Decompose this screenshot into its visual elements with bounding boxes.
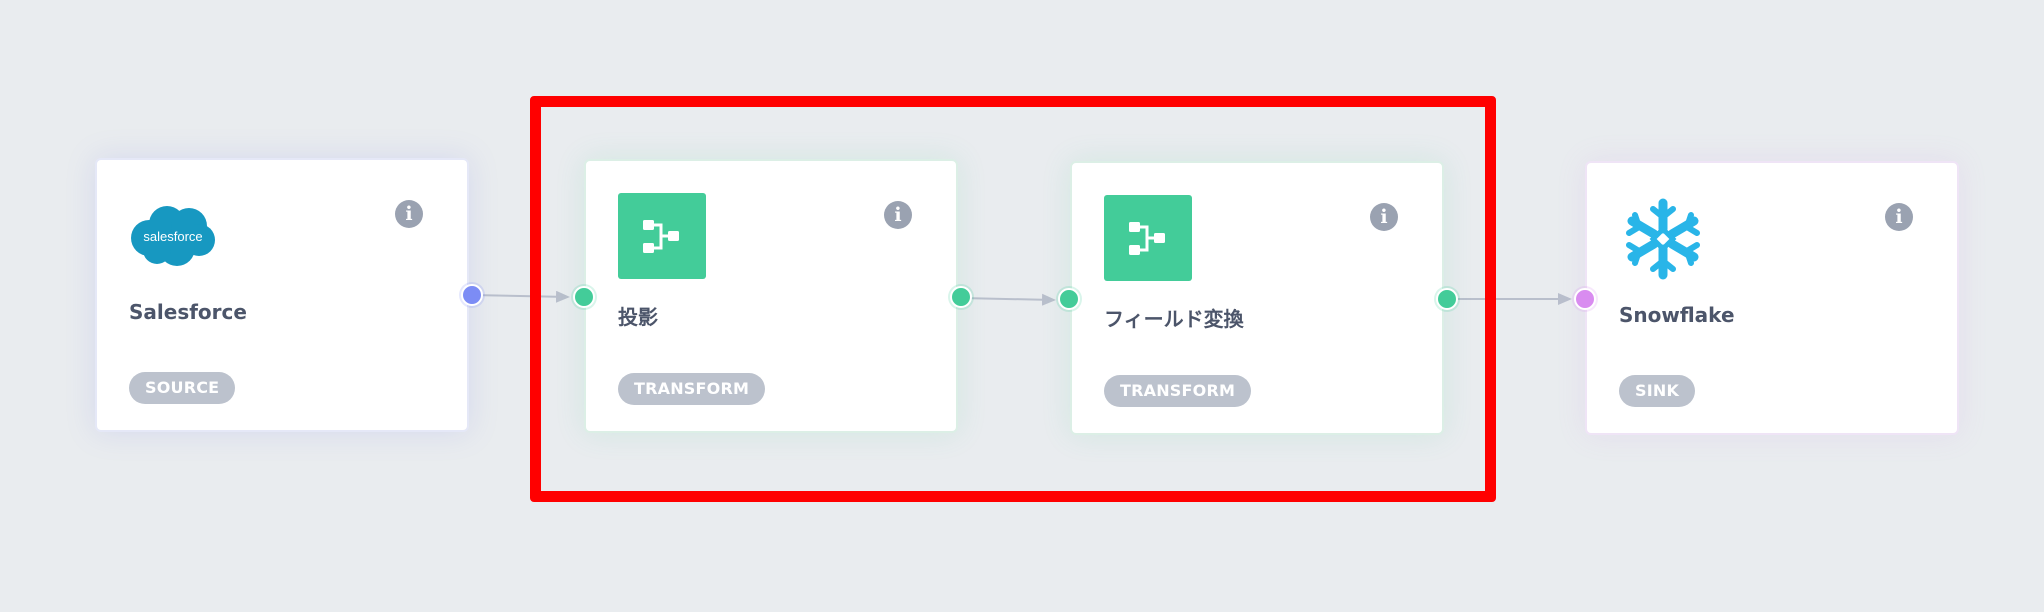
output-port-salesforce[interactable] [461, 284, 483, 306]
node-title: Snowflake [1619, 303, 1735, 327]
info-icon[interactable]: i [1885, 203, 1913, 231]
snowflake-logo [1619, 195, 1707, 283]
node-snowflake[interactable]: i Snowflake SINK [1585, 161, 1959, 435]
node-field-transform[interactable]: i フィールド変換 TRANSFORM [1070, 161, 1444, 435]
node-type-badge: SOURCE [129, 372, 236, 404]
info-icon[interactable]: i [395, 200, 423, 228]
salesforce-logo: salesforce [129, 192, 217, 280]
transform-icon [618, 193, 706, 279]
transform-icon [1104, 195, 1192, 281]
node-title: 投影 [618, 305, 658, 329]
node-title: Salesforce [129, 300, 247, 324]
svg-text:salesforce: salesforce [143, 229, 202, 244]
node-projection[interactable]: i 投影 TRANSFORM [584, 159, 958, 433]
output-port-projection[interactable] [950, 286, 972, 308]
input-port-snowflake[interactable] [1574, 288, 1596, 310]
output-port-field-transform[interactable] [1436, 288, 1458, 310]
node-type-badge: TRANSFORM [618, 373, 766, 405]
highlight-box [530, 96, 1496, 502]
info-icon[interactable]: i [1370, 203, 1398, 231]
node-type-badge: TRANSFORM [1104, 375, 1252, 407]
info-icon[interactable]: i [884, 201, 912, 229]
input-port-field-transform[interactable] [1058, 288, 1080, 310]
node-title: フィールド変換 [1104, 307, 1244, 331]
input-port-projection[interactable] [573, 286, 595, 308]
node-salesforce[interactable]: salesforce i Salesforce SOURCE [95, 158, 469, 432]
node-type-badge: SINK [1619, 375, 1696, 407]
